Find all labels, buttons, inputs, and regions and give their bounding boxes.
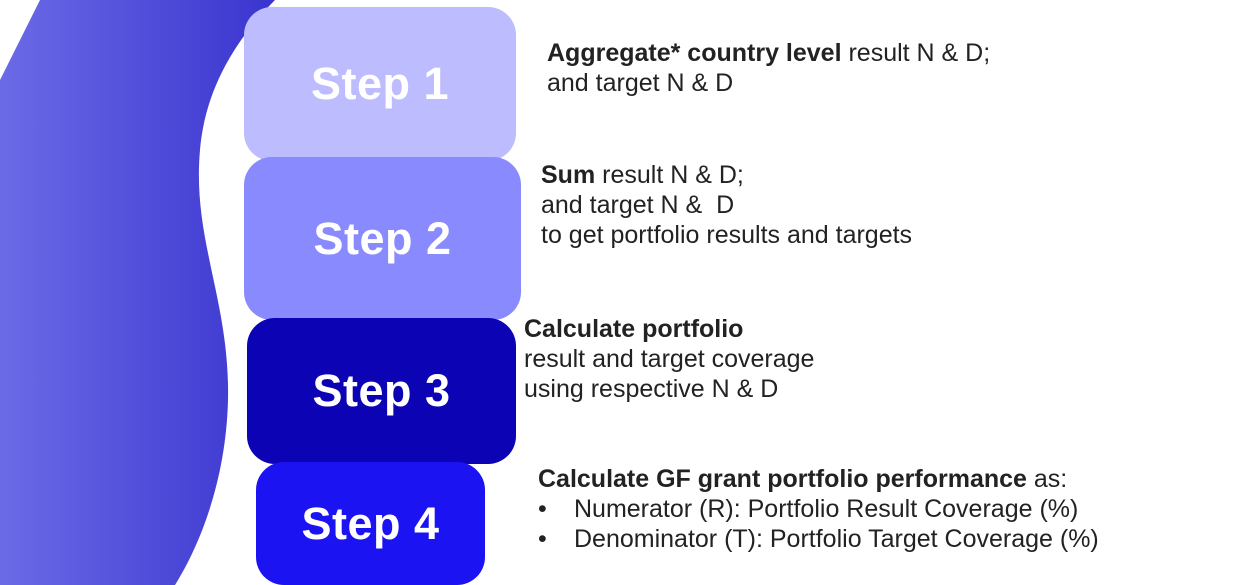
step-1-description: Aggregate* country level result N & D; a… [547, 38, 990, 98]
step-4-bold-text: Calculate GF grant portfolio performance [538, 465, 1027, 493]
step-4-bullet-list: • Numerator (R): Portfolio Result Coverag… [538, 494, 1099, 554]
step-1-line-2: and target N & D [547, 69, 734, 97]
step-3-label: Step 3 [312, 365, 451, 416]
step-2-label: Step 2 [313, 212, 452, 264]
step-1-text: result N & D; [841, 39, 991, 67]
step-1-bold-text: Aggregate* country level [547, 39, 842, 67]
step-2-box: Step 2 [244, 157, 521, 320]
bullet-numerator: Numerator (R): Portfolio Result Coverage… [574, 495, 1079, 523]
bullet-item: • Numerator (R): Portfolio Result Coverag… [538, 494, 1099, 524]
step-2-line-3: to get portfolio results and targets [541, 221, 913, 249]
bullet-denominator: Denominator (T): Portfolio Target Covera… [574, 525, 1099, 553]
step-4-label: Step 4 [301, 497, 440, 549]
bullet-icon: • [538, 495, 547, 523]
step-1-label: Step 1 [310, 58, 450, 109]
step-2-description: Sum result N & D; and target N & D to ge… [541, 160, 912, 250]
step-4-description: Calculate GF grant portfolio performance… [538, 464, 1099, 554]
funnel-band-shape [0, 0, 275, 585]
step-1-box: Step 1 [244, 7, 516, 161]
step-3-box: Step 3 [247, 318, 516, 464]
step-3-line-2: result and target coverage [524, 345, 815, 373]
step-2-line-2: and target N & D [541, 191, 735, 219]
step-3-description: Calculate portfolio result and target co… [524, 314, 814, 404]
bullet-item: • Denominator (T): Portfolio Target Cover… [538, 524, 1099, 554]
step-4-text: as: [1026, 465, 1068, 493]
step-3-line-3: using respective N & D [524, 375, 779, 403]
step-3-bold-text: Calculate portfolio [524, 315, 744, 343]
step-4-box: Step 4 [256, 462, 485, 585]
bullet-icon: • [538, 525, 547, 553]
step-2-text: result N & D; [595, 161, 744, 189]
step-2-bold-text: Sum [541, 161, 596, 189]
